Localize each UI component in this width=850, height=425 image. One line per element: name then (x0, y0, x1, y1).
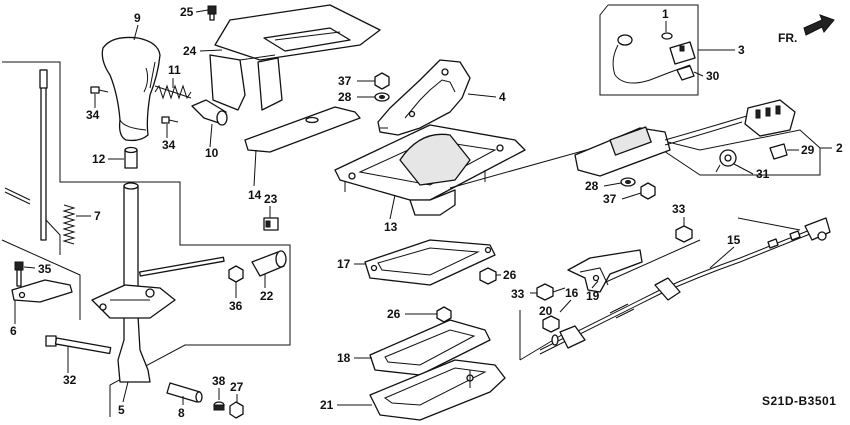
callout-37-upper: 37 (338, 74, 352, 88)
callout-34-upper: 34 (86, 108, 100, 122)
callout-31: 31 (756, 167, 770, 181)
callout-37-lower: 37 (603, 192, 617, 206)
screw-34-upper (90, 86, 109, 94)
shift-knob (101, 36, 161, 142)
washer-38 (213, 401, 225, 411)
callout-28-upper: 28 (338, 90, 352, 104)
knob-spring (154, 84, 192, 100)
shift-lever (91, 182, 176, 383)
callout-33-lower: 33 (511, 287, 525, 301)
seal-18 (369, 319, 491, 376)
clamp-31 (715, 149, 737, 173)
shift-cable-15 (539, 217, 831, 355)
callout-17: 17 (337, 257, 351, 271)
nut-37-upper (374, 72, 390, 90)
callout-10: 10 (205, 146, 219, 160)
callout-15: 15 (727, 233, 741, 247)
grommet-26-lower (436, 306, 452, 323)
callout-23: 23 (264, 192, 278, 206)
callout-4: 4 (499, 90, 506, 104)
trim-strip-14 (244, 106, 361, 153)
callout-9: 9 (134, 11, 141, 25)
cable-bracket-19 (567, 249, 643, 293)
front-label: FR. (778, 31, 797, 45)
screw-25 (207, 5, 217, 21)
callout-25: 25 (180, 5, 194, 19)
callout-35: 35 (38, 262, 52, 276)
nut-37-lower (640, 182, 656, 200)
bolt-33-lower (536, 283, 566, 301)
gasket-17 (364, 239, 496, 286)
callout-11: 11 (168, 63, 181, 77)
callout-22: 22 (260, 289, 274, 303)
lever-collar (124, 146, 138, 169)
callout-33-upper: 33 (672, 202, 686, 216)
callout-27: 27 (230, 380, 244, 394)
lever-assembly-outline (1, 61, 291, 417)
callout-3: 3 (738, 43, 745, 57)
callout-1: 1 (662, 7, 669, 21)
detent-bracket-4 (377, 59, 471, 136)
bolt-33-upper (675, 225, 693, 243)
shift-position-sensor (612, 34, 696, 84)
clip-20 (542, 315, 560, 333)
callout-32: 32 (63, 373, 77, 387)
callout-12: 12 (92, 152, 106, 166)
callout-2: 2 (836, 141, 843, 155)
shift-base-13 (334, 124, 526, 216)
lever-rod (139, 256, 225, 277)
callout-13: 13 (384, 220, 398, 234)
callout-19: 19 (586, 289, 600, 303)
callout-24: 24 (183, 44, 197, 58)
callout-5: 5 (118, 403, 125, 417)
callout-6: 6 (10, 324, 17, 338)
callout-38: 38 (212, 374, 226, 388)
clip-29 (769, 143, 788, 160)
sensor-group-outline (599, 4, 735, 96)
washer-1 (661, 32, 673, 40)
clip-23 (263, 217, 279, 231)
bracket-6 (11, 279, 73, 303)
callout-8: 8 (178, 406, 185, 420)
rod-spring (62, 204, 76, 245)
callout-20: 20 (539, 304, 553, 318)
cable-group-outline (519, 217, 801, 361)
callout-26-lower: 26 (387, 307, 401, 321)
callout-14: 14 (248, 188, 262, 202)
callout-26-upper: 26 (503, 268, 517, 282)
callout-36: 36 (229, 299, 243, 313)
bolt-32 (45, 335, 112, 355)
washer-28-lower (620, 177, 636, 187)
push-button (191, 99, 228, 126)
nut-36 (228, 265, 244, 283)
boot-21 (369, 359, 506, 421)
clip-30 (676, 65, 695, 81)
callout-16: 16 (565, 286, 579, 300)
callout-29: 29 (801, 143, 815, 157)
nut-27 (229, 401, 244, 419)
lock-rod (4, 69, 61, 255)
callout-21: 21 (320, 398, 334, 412)
callout-28-lower: 28 (585, 179, 599, 193)
interlock-harness (574, 99, 796, 177)
bushing-22 (251, 250, 287, 277)
callout-30: 30 (706, 69, 720, 83)
bolt-35 (14, 261, 24, 287)
washer-28-upper (374, 92, 390, 102)
callout-18: 18 (337, 351, 351, 365)
front-direction-arrow: FR. (778, 14, 835, 45)
pin-8 (166, 382, 203, 403)
diagram-code: S21D-B3501 (762, 394, 836, 408)
grommet-26-upper (479, 267, 497, 285)
screw-34-lower (161, 116, 179, 124)
console-panel-24 (209, 4, 381, 111)
callout-34-lower: 34 (162, 138, 176, 152)
callout-7: 7 (94, 209, 101, 223)
